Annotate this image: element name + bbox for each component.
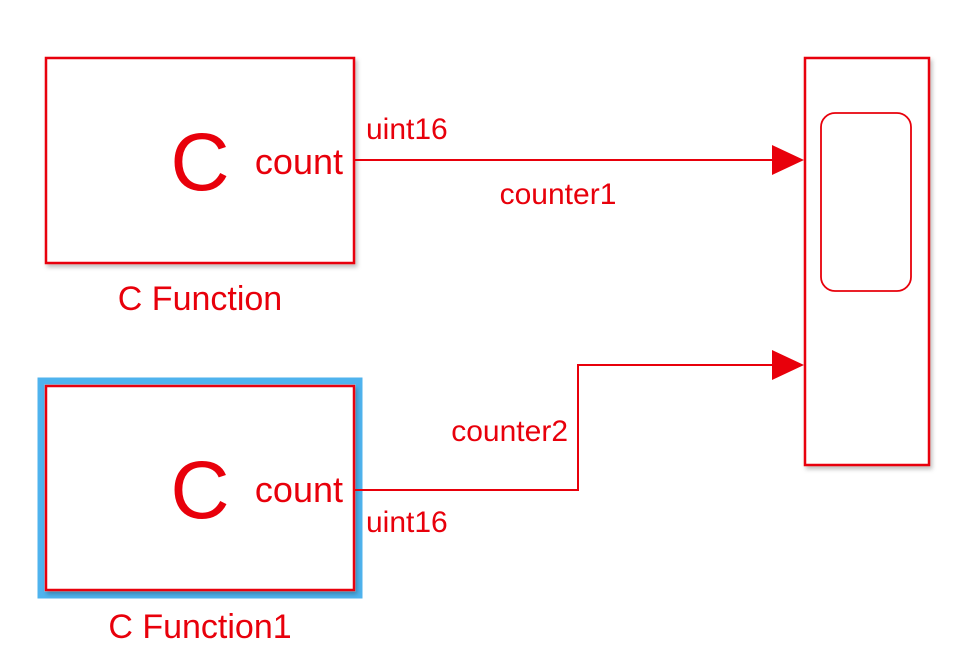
signal-2-datatype-label: uint16 [366,506,448,539]
c-function1-glyph: C [170,445,229,536]
signal-1-datatype-label: uint16 [366,113,448,146]
signal-2-name-label[interactable]: counter2 [451,415,568,448]
signal-line-counter1[interactable] [354,145,804,175]
scope-screen-icon [820,112,912,292]
c-function1-block[interactable]: C count [37,377,363,599]
c-function1-block-name[interactable]: C Function1 [108,608,291,646]
c-function-port-label: count [255,141,343,182]
scope-block[interactable] [803,56,931,467]
signal-1-name-label[interactable]: counter1 [500,178,617,211]
c-function1-port-label: count [255,469,343,510]
selection-highlight [37,377,363,599]
c-function-block-name[interactable]: C Function [118,280,282,318]
c-function-glyph: C [170,117,229,208]
c-function-block[interactable]: C count [44,56,356,265]
signal-line-counter2[interactable] [354,350,804,491]
input-port-1-arrow-icon [772,145,804,175]
input-port-2-arrow-icon [772,350,804,380]
